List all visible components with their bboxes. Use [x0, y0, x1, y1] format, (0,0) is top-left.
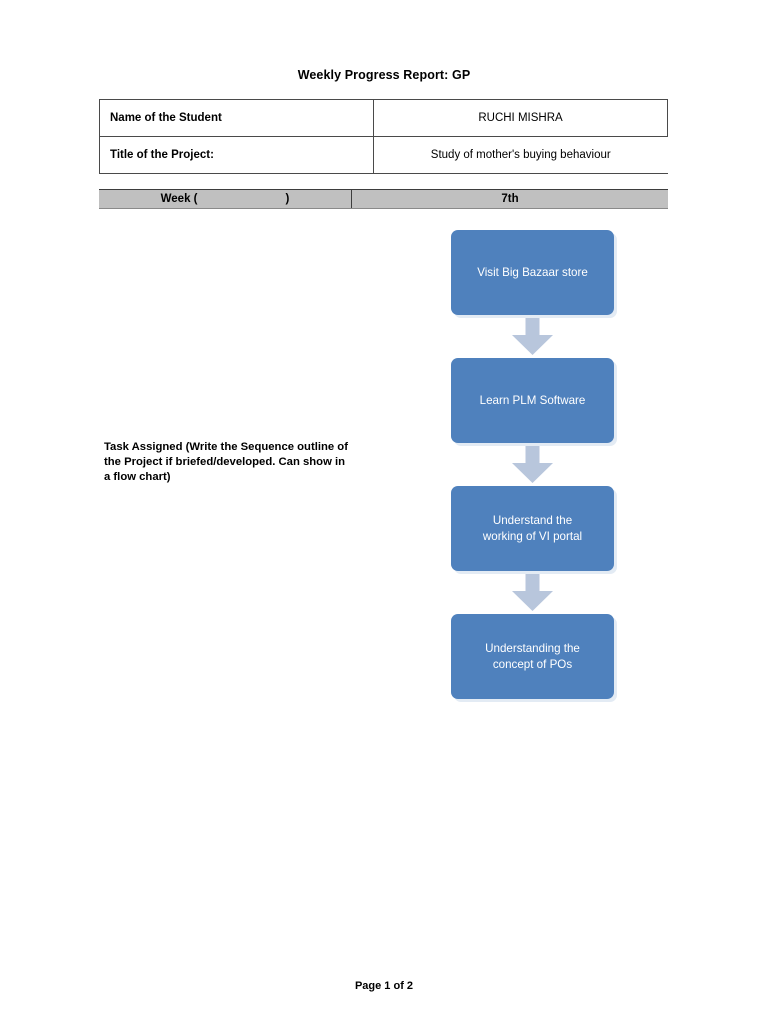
flow-step-3: Understand the working of VI portal	[451, 486, 614, 571]
flow-step-2: Learn PLM Software	[451, 358, 614, 443]
down-arrow-icon	[512, 574, 553, 611]
week-label-cell: Week ( )	[99, 190, 352, 208]
week-number-value: 7th	[501, 193, 519, 205]
flow-step-1: Visit Big Bazaar store	[451, 230, 614, 315]
down-arrow-icon	[512, 318, 553, 355]
week-label-suffix: )	[285, 193, 290, 205]
down-arrow-icon	[512, 446, 553, 483]
week-label-prefix: Week (	[160, 193, 198, 205]
student-name-value: RUCHI MISHRA	[373, 99, 668, 137]
flow-step-1-label: Visit Big Bazaar store	[477, 265, 588, 279]
flow-step-4-label: Understanding the concept of POs	[485, 641, 580, 671]
project-title-label: Title of the Project:	[99, 136, 374, 174]
flow-connector-1	[451, 315, 614, 358]
flow-step-3-label: Understand the working of VI portal	[482, 513, 583, 543]
project-title-value: Study of mother's buying behaviour	[373, 136, 668, 174]
week-header-bar: Week ( ) 7th	[99, 189, 668, 209]
page-footer: Page 1 of 2	[354, 980, 414, 992]
table-row: Name of the Student RUCHI MISHRA	[99, 99, 668, 137]
flow-step-4: Understanding the concept of POs	[451, 614, 614, 699]
flow-connector-2	[451, 443, 614, 486]
task-assigned-text: Task Assigned (Write the Sequence outlin…	[104, 441, 348, 483]
flowchart: Visit Big Bazaar store Learn PLM Softwar…	[451, 230, 619, 699]
flow-step-2-label: Learn PLM Software	[479, 393, 586, 407]
student-name-label: Name of the Student	[99, 99, 374, 137]
table-row: Title of the Project: Study of mother's …	[99, 136, 668, 174]
flow-connector-3	[451, 571, 614, 614]
student-info-table: Name of the Student RUCHI MISHRA Title o…	[99, 99, 668, 174]
page-title: Weekly Progress Report: GP	[297, 68, 471, 82]
